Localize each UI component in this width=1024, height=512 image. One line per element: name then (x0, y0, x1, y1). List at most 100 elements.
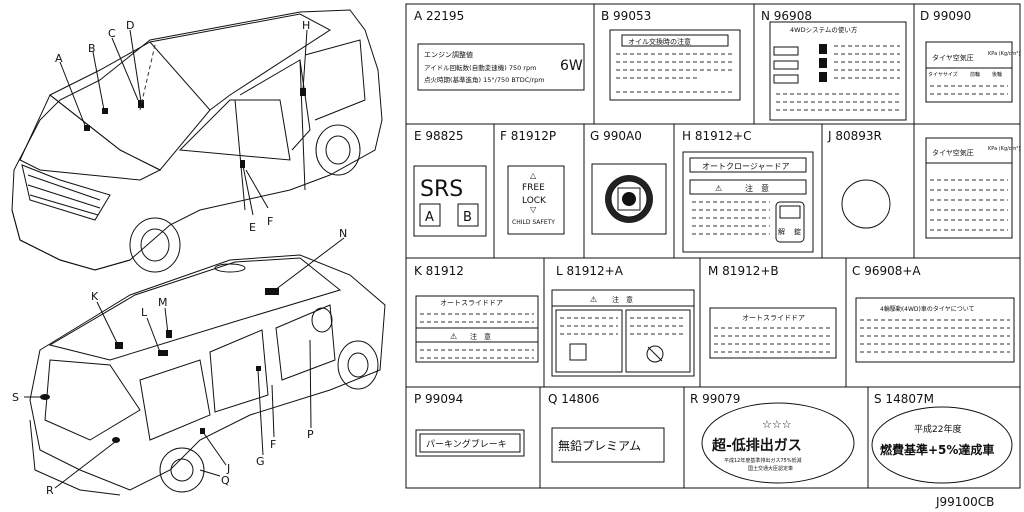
svg-text:△: △ (530, 171, 537, 180)
svg-text:4WDシステムの使い方: 4WDシステムの使い方 (790, 25, 858, 34)
svg-text:エンジン調整値: エンジン調整値 (424, 50, 473, 59)
svg-text:R: R (46, 484, 54, 497)
cell-d-code: D 99090 (920, 9, 971, 23)
cell-c: C 96908+A 4輪駆動(4WD)車のタイヤについて (852, 264, 1015, 363)
cell-l-code: L 81912+A (556, 264, 624, 278)
svg-text:N: N (339, 227, 347, 240)
svg-text:B: B (463, 210, 472, 225)
svg-text:アイドル回転数(自動変速機) 750 rpm: アイドル回転数(自動変速機) 750 rpm (424, 63, 536, 72)
cell-b-code: B 99053 (601, 9, 651, 23)
svg-text:▽: ▽ (530, 205, 537, 214)
svg-text:G: G (256, 455, 265, 468)
svg-text:S: S (12, 391, 19, 404)
svg-text:注 意: 注 意 (612, 295, 633, 304)
svg-text:SRS: SRS (420, 177, 463, 202)
svg-text:J: J (226, 462, 230, 475)
svg-text:パーキングブレーキ: パーキングブレーキ (426, 438, 507, 450)
svg-text:超-低排出ガス: 超-低排出ガス (711, 437, 802, 454)
cell-k: K 81912 オートスライドドア ⚠ 注 意 (414, 264, 539, 363)
svg-text:CHILD SAFETY: CHILD SAFETY (512, 219, 555, 226)
svg-text:無鉛プレミアム: 無鉛プレミアム (558, 438, 641, 453)
cell-g: G 990A0 (590, 129, 667, 235)
cell-n: N 96908 4WDシステムの使い方 (761, 9, 907, 121)
cell-p-code: P 99094 (414, 392, 463, 406)
svg-text:KPa (Kg/cm²): KPa (Kg/cm²) (988, 51, 1020, 57)
cell-h-code: H 81912+C (682, 129, 751, 143)
cell-r: R 99079 ☆☆☆ 超-低排出ガス 平成12年度基準排出ガス75%低減 国土… (690, 392, 855, 484)
rear-callout-labels: K L M N S R Q J G F P (12, 227, 347, 497)
svg-text:燃費基準+5%達成車: 燃費基準+5%達成車 (880, 442, 994, 457)
cell-f-code: F 81912P (500, 129, 556, 143)
cell-d: D 99090 タイヤ空気圧 KPa (Kg/cm²) タイヤサイズ 前輪 後輪… (920, 9, 1020, 239)
cell-a-code: A 22195 (414, 9, 464, 23)
svg-text:M: M (158, 296, 168, 309)
svg-text:前輪: 前輪 (970, 71, 980, 78)
svg-text:F: F (270, 438, 276, 451)
svg-text:P: P (307, 428, 314, 441)
cell-a: A 22195 エンジン調整値 アイドル回転数(自動変速機) 750 rpm 点… (414, 9, 585, 91)
front-vehicle-view (11, 9, 383, 273)
svg-text:4輪駆動(4WD)車のタイヤについて: 4輪駆動(4WD)車のタイヤについて (880, 305, 975, 313)
rear-vehicle-view (24, 237, 386, 496)
svg-text:⚠: ⚠ (590, 295, 597, 304)
cell-f: F 81912P △ FREE LOCK ▽ CHILD SAFETY (500, 129, 565, 235)
svg-text:タイヤ空気圧: タイヤ空気圧 (932, 53, 974, 62)
cell-k-code: K 81912 (414, 264, 464, 278)
cell-e: E 98825 SRS A B (413, 129, 487, 237)
svg-text:注 意: 注 意 (745, 183, 769, 193)
cell-h: H 81912+C オートクロージャードア ⚠ 注 意 解 錠 (682, 129, 814, 253)
cell-g-code: G 990A0 (590, 129, 642, 143)
cell-r-code: R 99079 (690, 392, 740, 406)
svg-text:⚠: ⚠ (450, 332, 457, 341)
cell-s: S 14807M 平成22年度 燃費基準+5%達成車 (871, 392, 1013, 484)
svg-text:平成22年度: 平成22年度 (914, 423, 961, 435)
svg-text:タイヤ空気圧: タイヤ空気圧 (932, 148, 974, 157)
svg-text:F: F (267, 215, 273, 228)
cell-e-code: E 98825 (414, 129, 464, 143)
front-callout-labels: A B C D H E F (55, 19, 310, 234)
svg-text:タイヤサイズ: タイヤサイズ (928, 71, 958, 78)
svg-text:国土交通大臣認定車: 国土交通大臣認定車 (748, 465, 793, 472)
svg-text:⚠: ⚠ (715, 184, 722, 193)
svg-text:解: 解 (778, 227, 785, 236)
svg-text:A: A (425, 210, 434, 225)
svg-text:K: K (91, 290, 99, 303)
svg-text:錠: 錠 (794, 227, 801, 236)
emission-badge: 6W (560, 58, 583, 74)
svg-text:☆☆☆: ☆☆☆ (762, 418, 792, 431)
svg-text:L: L (141, 306, 148, 319)
cell-s-code: S 14807M (874, 392, 934, 406)
cell-m-code: M 81912+B (708, 264, 779, 278)
cell-b: B 99053 オイル交換時の注意 (601, 9, 741, 101)
svg-text:KPa (Kg/cm²): KPa (Kg/cm²) (988, 146, 1020, 152)
cell-p: P 99094 パーキングブレーキ (414, 392, 525, 457)
svg-text:LOCK: LOCK (522, 196, 547, 206)
svg-text:D: D (126, 19, 134, 32)
svg-text:E: E (249, 221, 256, 234)
cell-m: M 81912+B オートスライドドア (708, 264, 837, 359)
svg-text:オートクロージャードア: オートクロージャードア (702, 162, 789, 171)
cell-q-code: Q 14806 (548, 392, 599, 406)
svg-text:平成12年度基準排出ガス75%低減: 平成12年度基準排出ガス75%低減 (724, 457, 801, 464)
cell-l: L 81912+A ⚠ 注 意 (551, 264, 695, 377)
svg-text:オイル交換時の注意: オイル交換時の注意 (628, 37, 691, 46)
svg-text:後輪: 後輪 (992, 71, 1002, 78)
svg-text:Q: Q (221, 474, 230, 487)
cell-n-code: N 96908 (761, 9, 812, 23)
svg-text:FREE: FREE (522, 183, 545, 193)
cell-q: Q 14806 無鉛プレミアム (548, 392, 665, 463)
svg-text:点火時期(基準進角) 15°/750 BTDC/rpm: 点火時期(基準進角) 15°/750 BTDC/rpm (424, 75, 545, 84)
cell-j-code: J 80893R (827, 129, 882, 143)
svg-text:H: H (302, 19, 310, 32)
diagram-id: J99100CB (935, 495, 994, 509)
svg-text:注 意: 注 意 (470, 332, 491, 341)
svg-text:オートスライドドア: オートスライドドア (742, 314, 805, 322)
svg-text:オートスライドドア: オートスライドドア (440, 299, 503, 307)
svg-text:A: A (55, 52, 63, 65)
svg-text:B: B (88, 42, 96, 55)
label-grid (405, 3, 1021, 489)
cell-c-code: C 96908+A (852, 264, 921, 278)
svg-text:C: C (108, 27, 116, 40)
cell-j: J 80893R (827, 129, 891, 229)
